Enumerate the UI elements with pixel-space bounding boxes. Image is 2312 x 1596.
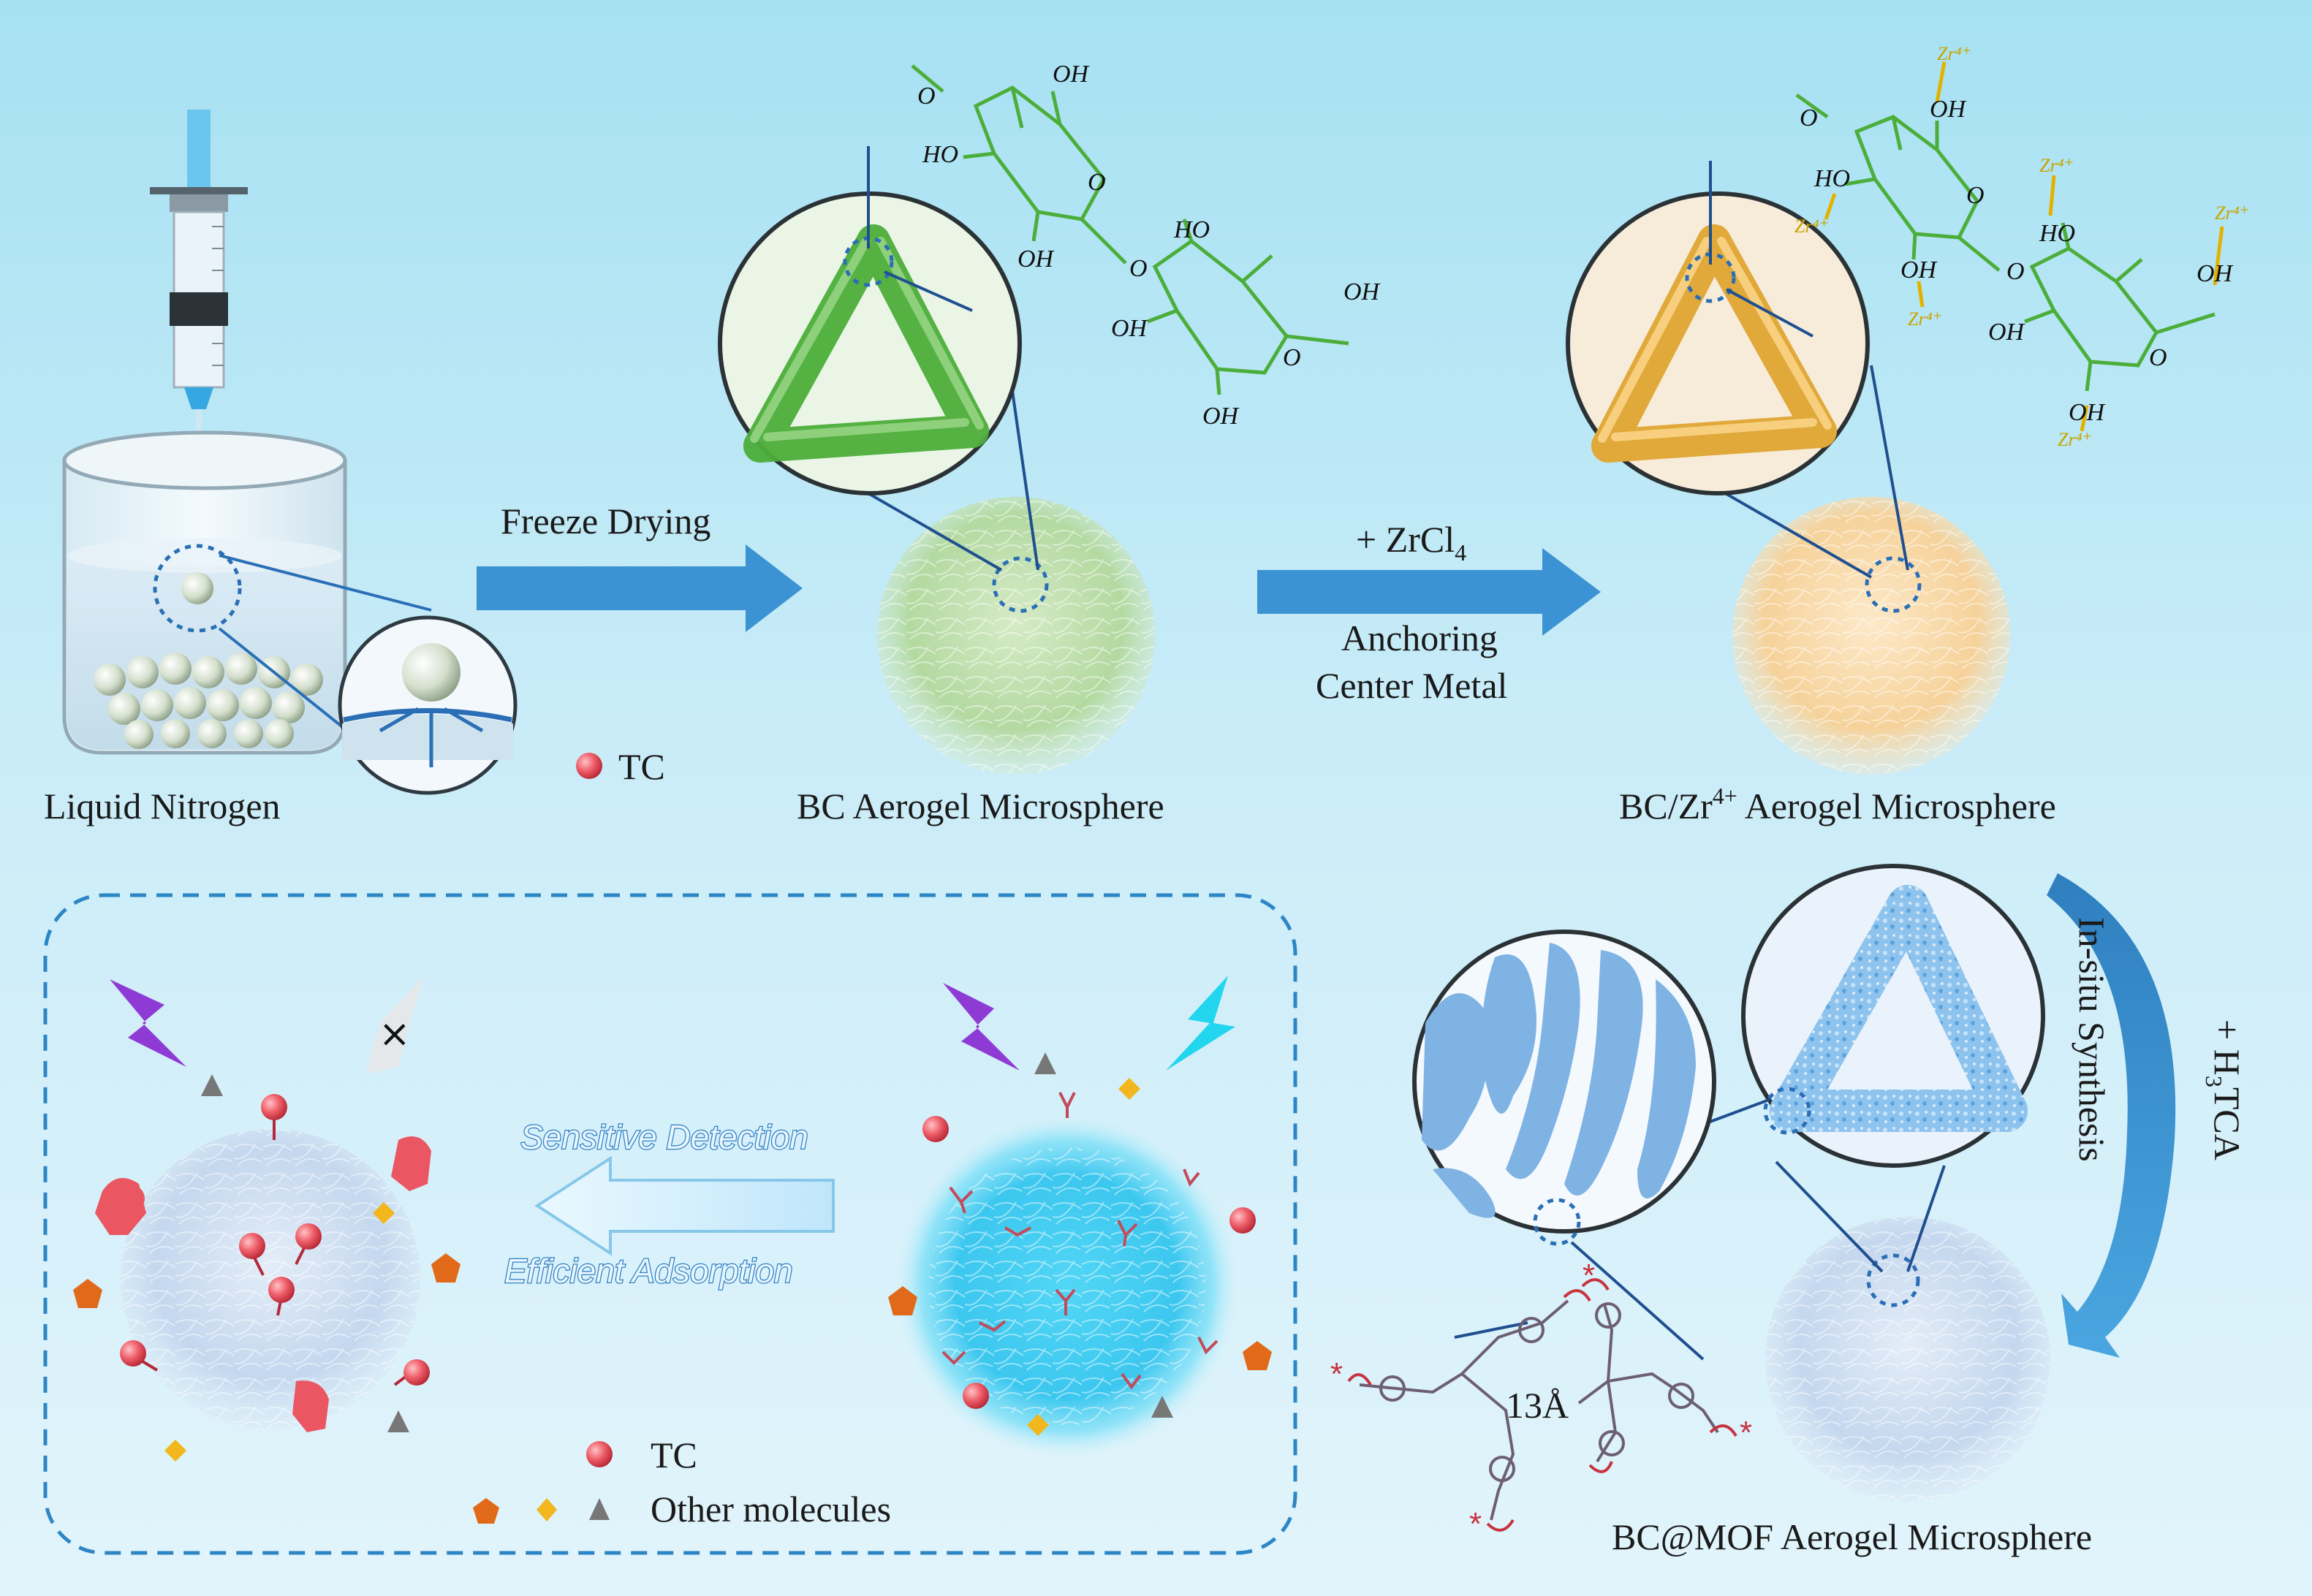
hydroxyl-label: HO: [2039, 220, 2075, 247]
blocked-light-icon: ×: [365, 976, 424, 1074]
oxygen-label: O: [1129, 255, 1148, 282]
bc-zr-aerogel-sphere: [1732, 497, 2010, 775]
other-molecules-legend-icons: [473, 1498, 610, 1524]
oxygen-label: O: [2149, 344, 2167, 371]
hydroxyl-label: HO: [922, 141, 958, 168]
mof-pore-zoom-circle: [1412, 930, 1770, 1361]
bc-zr-aerogel-label: BC/Zr4+ Aerogel Microsphere: [1619, 783, 2056, 826]
insitu-synthesis-label: In-situ Synthesis: [2072, 917, 2112, 1162]
zr-ion-label: Zr⁴⁺: [2058, 429, 2092, 450]
zr-ion-label: Zr⁴⁺: [1794, 216, 1829, 237]
tc-legend-label-bottom: TC: [651, 1434, 697, 1475]
oxygen-label: O: [1966, 182, 1985, 209]
tc-legend-label-top: TC: [618, 746, 665, 787]
zr-ion-label: Zr⁴⁺: [2215, 202, 2249, 224]
frozen-beads: [94, 653, 323, 749]
recognition-sites: [941, 1092, 1218, 1390]
other-molecules-left: [73, 1074, 460, 1462]
oxygen-label: O: [1088, 169, 1106, 196]
detection-adsorption-arrow: [534, 1155, 835, 1256]
anchoring-label-line2: Center Metal: [1316, 665, 1507, 706]
purple-bolt-icon: [943, 983, 1020, 1071]
efficient-adsorption-label: Efficient Adsorption: [504, 1252, 793, 1290]
cross-mark: ×: [379, 1012, 411, 1056]
oxygen-label: O: [2006, 258, 2025, 285]
asterisk-mark: *: [1469, 1506, 1482, 1542]
zr-ion-label: Zr⁴⁺: [1908, 308, 1942, 330]
oxygen-label: O: [1800, 104, 1818, 132]
bc-aerogel-label: BC Aerogel Microsphere: [797, 786, 1164, 826]
pore-size-label: 13Å: [1506, 1385, 1569, 1426]
freeze-drying-arrow: [477, 544, 803, 632]
tc-marker-icon: [576, 753, 602, 779]
detection-panel: [43, 893, 1297, 1555]
bound-tc-figures: [95, 1136, 431, 1432]
hydroxyl-label: HO: [1813, 165, 1850, 192]
asterisk-mark: *: [1740, 1415, 1752, 1451]
tc-molecules-right: [922, 1116, 1256, 1409]
freeze-drying-label: Freeze Drying: [501, 501, 710, 542]
syringe: [150, 110, 248, 526]
bc-zoom-circle: [718, 146, 1039, 571]
bc-mof-aerogel-sphere: [1765, 1217, 2050, 1502]
hydroxyl-label: OH: [1930, 96, 1968, 123]
mof-fiber-zoom-circle: [1741, 864, 2045, 1273]
hydroxyl-label: OH: [1017, 246, 1055, 273]
asterisk-mark: *: [1330, 1356, 1343, 1392]
left-bolt-icon: [110, 979, 186, 1067]
hydroxyl-label: OH: [1988, 319, 2026, 346]
tca-linker-structure: * * * *: [1330, 1258, 1752, 1542]
zrcl4-arrow: [1257, 548, 1601, 636]
hydroxyl-label: OH: [2069, 399, 2107, 426]
cellulose-structure: O OH HO O OH O HO OH OH O OH: [911, 61, 1381, 430]
h3tca-label: + H3TCA: [2201, 1019, 2248, 1160]
zr-ion-label: Zr⁴⁺: [2039, 155, 2074, 176]
hydroxyl-label: OH: [2197, 260, 2235, 287]
zr-ion-label: Zr⁴⁺: [1937, 43, 1971, 64]
zr-cellulose-structure: O OH HO O OH O HO OH OH O OH Zr⁴⁺ Zr⁴⁺ Z…: [1794, 43, 2249, 450]
insitu-synthesis-arrow: [2047, 873, 2176, 1358]
other-molecules-legend-label: Other molecules: [651, 1489, 891, 1530]
hydroxyl-label: OH: [1202, 403, 1240, 430]
sensitive-detection-label: Sensitive Detection: [520, 1118, 808, 1156]
asterisk-mark: *: [1583, 1258, 1595, 1293]
bc-aerogel-sphere: [877, 497, 1155, 775]
tc-molecules-left: [120, 1094, 430, 1386]
liquid-nitrogen-label: Liquid Nitrogen: [44, 786, 281, 826]
adsorbed-sphere: [121, 1129, 420, 1429]
hydroxyl-label: OH: [1343, 278, 1381, 305]
droplet-zoom: [153, 544, 518, 795]
cyan-bolt-icon: [1166, 976, 1235, 1071]
anchoring-label-line1: Anchoring: [1341, 618, 1498, 658]
oxygen-label: O: [917, 83, 936, 110]
oxygen-label: O: [1283, 344, 1301, 371]
bc-zr-zoom-circle: [1566, 161, 1909, 579]
bc-mof-aerogel-label: BC@MOF Aerogel Microsphere: [1612, 1516, 2092, 1557]
hydroxyl-label: OH: [1111, 315, 1149, 342]
hydroxyl-label: OH: [1900, 256, 1938, 284]
glowing-sphere: [895, 1114, 1239, 1458]
hydroxyl-label: OH: [1053, 61, 1091, 88]
other-molecules-right: [888, 1052, 1272, 1436]
zrcl4-label: + ZrCl4: [1356, 519, 1466, 566]
hydroxyl-label: HO: [1173, 216, 1210, 243]
tc-legend-icon: [586, 1441, 613, 1467]
